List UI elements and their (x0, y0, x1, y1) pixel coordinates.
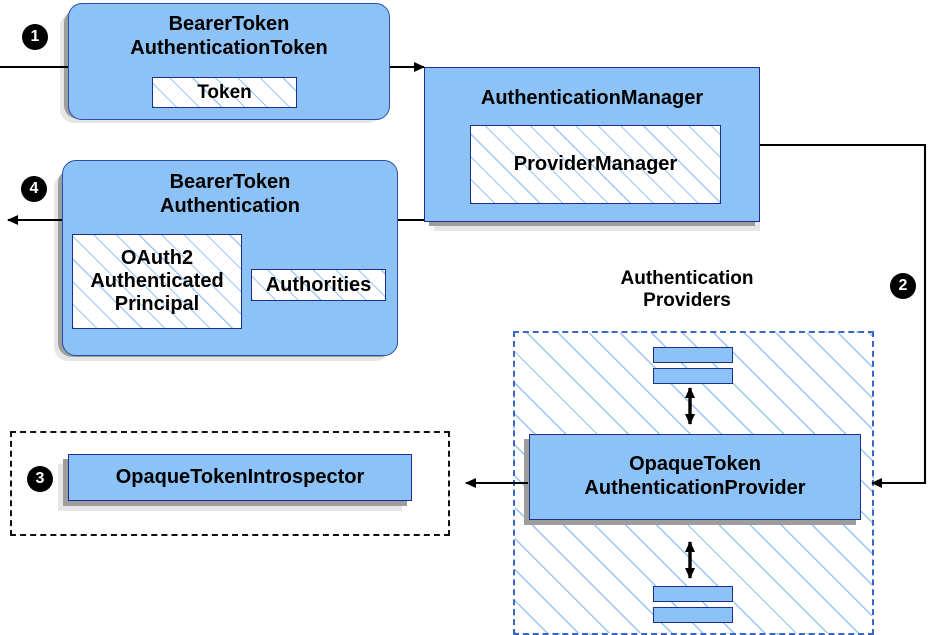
bearer-token-authentication-token-title-line2: AuthenticationToken (130, 36, 328, 59)
oauth2-authenticated-principal-box[interactable]: OAuth2 Authenticated Principal (72, 234, 242, 329)
authentication-providers-title-line2: Providers (643, 289, 731, 311)
provider-stack-bar-top-1 (653, 347, 733, 363)
bearer-token-authentication-title-line2: Authentication (160, 194, 300, 217)
marker-step-4-label: 4 (29, 180, 39, 197)
oauth2-authenticated-principal-line1: OAuth2 (120, 247, 194, 269)
authorities-box[interactable]: Authorities (251, 269, 386, 301)
opaque-token-authentication-provider-title-line2: AuthenticationProvider (584, 477, 806, 499)
marker-step-3-label: 3 (35, 470, 45, 487)
bearer-token-authentication-title-line1: BearerToken (169, 171, 291, 193)
oauth2-authenticated-principal-line3: Principal (114, 293, 200, 315)
authorities-label: Authorities (265, 273, 372, 296)
authentication-providers-title-line1: Authentication (620, 268, 754, 289)
marker-step-2: 2 (890, 273, 916, 299)
node-opaque-token-authentication-provider[interactable]: OpaqueToken AuthenticationProvider (529, 434, 861, 520)
marker-step-2-label: 2 (898, 277, 908, 294)
bearer-token-authentication-token-title-line1: BearerToken (168, 13, 290, 35)
node-opaque-token-introspector[interactable]: OpaqueTokenIntrospector (68, 454, 412, 501)
oauth2-authenticated-principal-line2: Authenticated (90, 270, 224, 292)
marker-step-3: 3 (27, 466, 53, 492)
authentication-providers-title: Authentication Providers (513, 268, 861, 312)
provider-stack-bar-top-2 (653, 368, 733, 384)
opaque-token-introspector-label: OpaqueTokenIntrospector (115, 465, 365, 488)
marker-step-1-label: 1 (30, 28, 40, 45)
marker-step-4: 4 (21, 176, 47, 202)
authentication-manager-title: AuthenticationManager (480, 87, 704, 109)
token-inner-label: Token (197, 81, 252, 103)
provider-manager-label: ProviderManager (513, 153, 678, 175)
provider-stack-bar-bottom-2 (653, 607, 733, 623)
provider-stack-bar-bottom-1 (653, 586, 733, 602)
introspector-region (10, 431, 450, 536)
provider-manager-inner-box[interactable]: ProviderManager (470, 125, 721, 204)
token-inner-box[interactable]: Token (152, 77, 297, 108)
opaque-token-authentication-provider-title-line1: OpaqueToken (629, 453, 761, 476)
marker-step-1: 1 (22, 24, 48, 50)
